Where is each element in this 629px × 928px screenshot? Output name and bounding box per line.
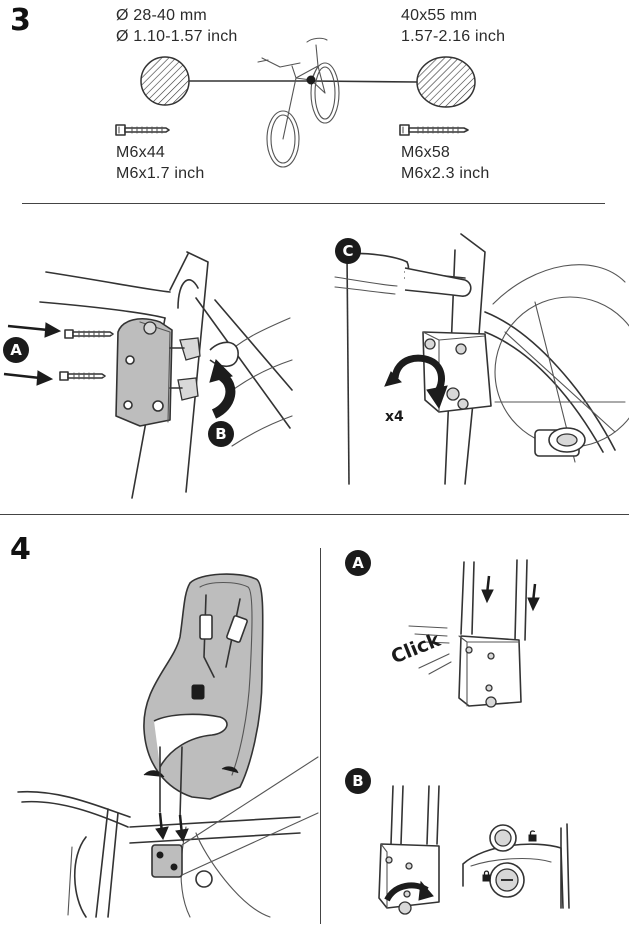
lock-illustration	[378, 785, 570, 915]
tube-oval-mm: 40x55 mm	[401, 7, 478, 24]
arrow-icon	[481, 575, 494, 604]
arrow-icon	[175, 814, 189, 843]
arrow-icon	[384, 354, 448, 410]
bicycle-illustration	[257, 37, 340, 168]
badge-a: A	[345, 550, 371, 576]
child-seat-illustration	[17, 573, 319, 918]
screw-icon	[115, 124, 170, 136]
tube-oval-spec: 40x55 mm 1.57-2.16 inch	[401, 5, 505, 47]
arrow-icon	[209, 359, 236, 419]
tube-round-spec: Ø 28-40 mm Ø 1.10-1.57 inch	[116, 5, 238, 47]
arrow-icon	[384, 880, 434, 902]
badge-a: A	[3, 337, 29, 363]
lock-icon	[482, 870, 491, 882]
screw-short-spec: M6x44 M6x1.7 inch	[116, 142, 204, 184]
bracket-tighten-illustration	[334, 233, 629, 485]
badge-b: B	[345, 768, 371, 794]
divider	[0, 514, 629, 515]
screw-short-inch: M6x1.7 inch	[116, 165, 205, 182]
pattern-hatched-circle	[140, 56, 190, 106]
pattern-hatched-oval	[416, 56, 476, 108]
click-insert-illustration	[408, 559, 540, 708]
mount-bracket-illustration	[3, 251, 293, 499]
tube-size-diagram	[115, 37, 476, 168]
tube-oval-inch: 1.57-2.16 inch	[401, 28, 506, 45]
arrow-icon	[527, 583, 540, 612]
badge-b: B	[208, 421, 234, 447]
divider	[22, 203, 605, 204]
screw-long-spec: M6x58 M6x2.3 inch	[401, 142, 489, 184]
tube-round-inch: Ø 1.10-1.57 inch	[116, 28, 238, 45]
screw-long-inch: M6x2.3 inch	[401, 165, 490, 182]
screw-short-mm: M6x44	[116, 144, 166, 161]
step-3-number: 3	[10, 3, 31, 38]
step-4-number: 4	[10, 532, 31, 567]
arrow-icon	[3, 370, 54, 386]
repeat-count-label: x4	[385, 409, 404, 425]
tube-round-mm: Ø 28-40 mm	[116, 7, 207, 24]
screw-long-mm: M6x58	[401, 144, 451, 161]
unlock-icon	[528, 830, 537, 842]
arrow-icon	[7, 322, 62, 338]
divider-vertical	[320, 548, 321, 924]
screw-icon	[399, 124, 469, 136]
badge-c: C	[335, 238, 361, 264]
arrow-icon	[155, 812, 169, 841]
